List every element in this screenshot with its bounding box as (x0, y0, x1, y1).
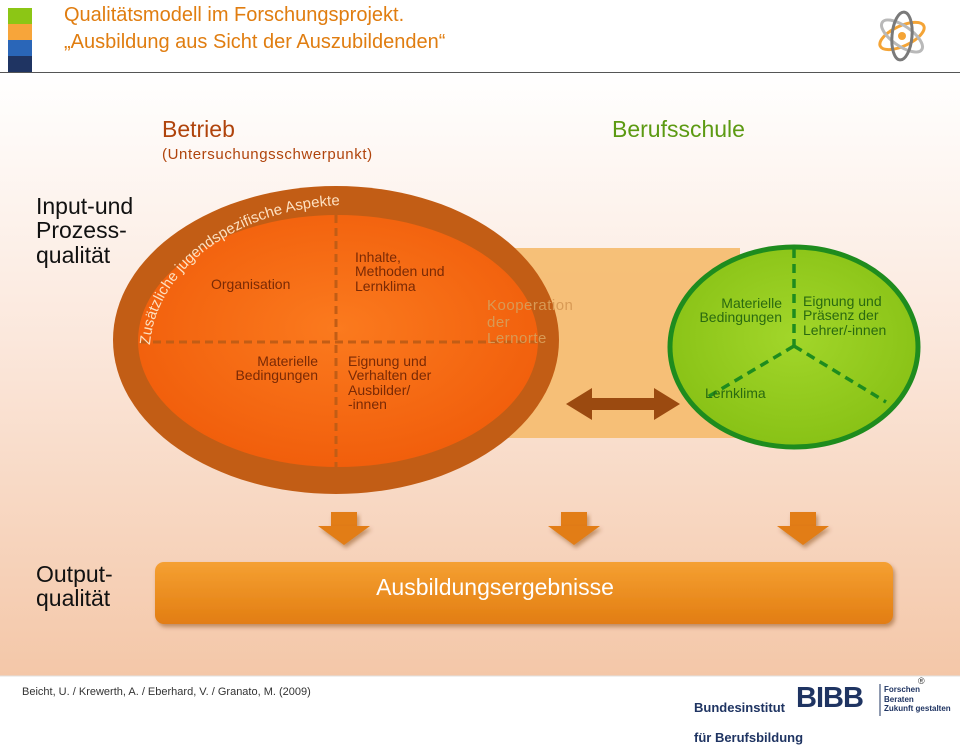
down-arrow-icon (548, 512, 600, 545)
down-arrow-icon (318, 512, 370, 545)
output-box-label: Ausbildungsergebnisse (376, 574, 614, 600)
header-square-green (8, 8, 32, 24)
schule-materielle-label: Materielle Bedingungen (699, 295, 782, 326)
bibb-slogan: Forschen Beraten Zukunft gestalten (884, 685, 951, 714)
berufsschule-heading: Berufsschule (612, 116, 745, 142)
header-square-blue (8, 40, 32, 56)
diagram-canvas: Zusätzliche jugendspezifische Aspekte (0, 8, 960, 720)
output-quality-label: Output- qualität (36, 561, 113, 612)
kooperation-label: Kooperation der Lernorte (487, 297, 574, 347)
bibb-name-line1: Bundesinstitut (694, 699, 785, 715)
bibb-name: Bundesinstitut für Berufsbildung (694, 686, 803, 746)
betrieb-materielle-label: Materielle Bedingungen (235, 353, 318, 384)
footer-band (0, 676, 960, 720)
bibb-name-line2: für Berufsbildung (694, 729, 804, 745)
betrieb-subheading: (Untersuchungsschwerpunkt) (162, 146, 373, 163)
schule-divider-right (793, 344, 887, 404)
organisation-label: Organisation (211, 276, 291, 292)
down-arrow-icon (777, 512, 829, 545)
header-square-light-orange (8, 24, 32, 40)
bibb-logo: BIBB (796, 682, 864, 714)
betrieb-heading: Betrieb (162, 116, 235, 142)
schule-eignung-label: Eignung und Präsenz der Lehrer/-innen (803, 293, 887, 338)
double-arrow-icon (566, 388, 680, 420)
betrieb-eignung-label: Eignung und Verhalten der Ausbilder/ -in… (348, 353, 432, 412)
registered-mark: ® (918, 676, 925, 686)
page-title: Qualitätsmodell im Forschungsprojekt. „A… (64, 4, 446, 53)
atom-logo-icon (878, 10, 926, 62)
input-quality-label: Input-und Prozess- qualität (36, 193, 134, 268)
schule-divider-left (705, 344, 795, 400)
inhalte-label: Inhalte, Methoden und Lernklima (355, 249, 445, 294)
header-square-navy (8, 56, 32, 72)
output-box (155, 562, 893, 624)
schule-lernklima-label: Lernklima (705, 385, 766, 401)
footer-citation: Beicht, U. / Krewerth, A. / Eberhard, V.… (22, 686, 311, 698)
